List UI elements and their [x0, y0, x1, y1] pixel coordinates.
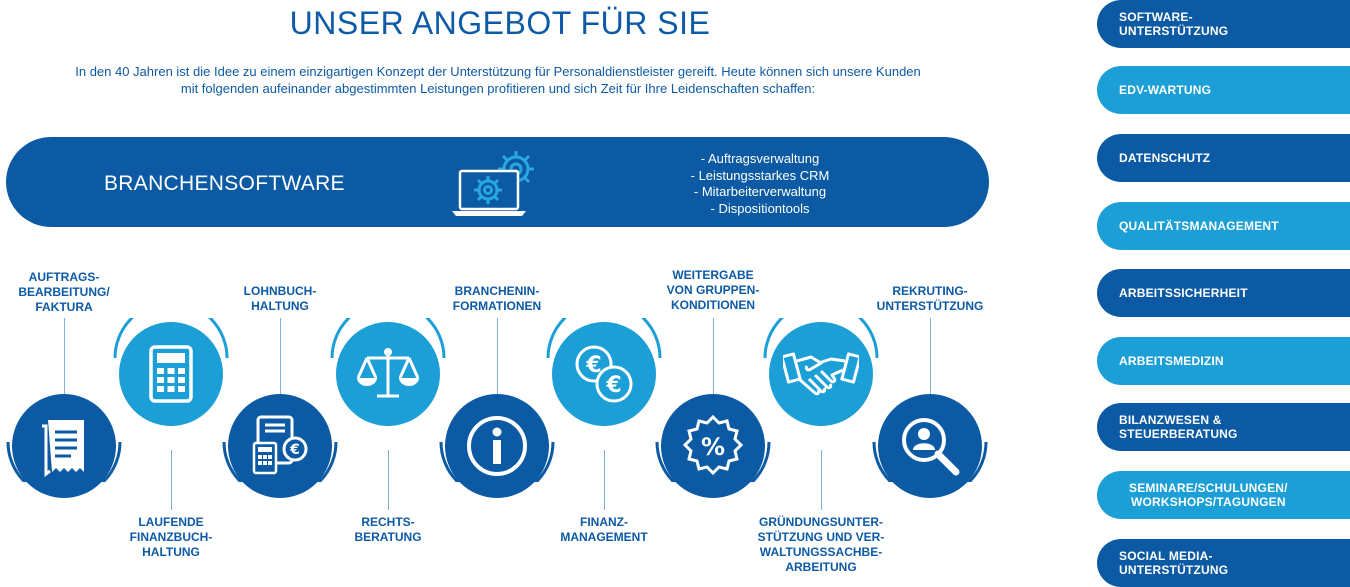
- service-label-finanzmanagement: FINANZ-MANAGEMENT: [560, 515, 648, 544]
- service-lohnbuchhaltung[interactable]: €: [228, 394, 332, 498]
- banner-title: BRANCHENSOFTWARE: [104, 172, 345, 195]
- connector-line: [497, 318, 498, 396]
- service-finanzmanagement[interactable]: € €: [552, 322, 656, 426]
- handshake-icon: [783, 352, 859, 396]
- service-gruendungsunterstuetzung[interactable]: [769, 322, 873, 426]
- scales-icon: [356, 348, 420, 398]
- percent-badge-icon: %: [682, 414, 744, 476]
- euro-coins-icon: € €: [575, 345, 633, 403]
- payroll-icon: €: [252, 415, 308, 475]
- laptop-gear-icon: [452, 151, 534, 216]
- circle-arc: [6, 441, 122, 482]
- sidebar-item-datenschutz[interactable]: DATENSCHUTZ: [1097, 134, 1350, 182]
- intro-text-line-1: In den 40 Jahren ist die Idee zu einem e…: [75, 64, 921, 79]
- sidebar-item-bilanzwesen[interactable]: BILANZWESEN &STEUERBERATUNG: [1097, 403, 1350, 451]
- circle-arc: [222, 441, 338, 482]
- circle-arc: [330, 318, 446, 359]
- invoice-icon: [42, 420, 84, 477]
- service-label-lohnbuchhaltung: LOHNBUCH-HALTUNG: [243, 284, 317, 313]
- service-auftragsbearbeitung[interactable]: [12, 394, 116, 498]
- circle-arc: [655, 441, 771, 482]
- svg-text:€: €: [289, 442, 300, 458]
- intro-text-line-2: mit folgenden aufeinander abgestimmten L…: [180, 81, 816, 96]
- service-gruppenkonditionen[interactable]: %: [661, 394, 765, 498]
- service-brancheninformationen[interactable]: [445, 394, 549, 498]
- connector-line: [821, 450, 822, 510]
- service-label-rekrutingunterstuetzung: REKRUTING-UNTERSTÜTZUNG: [876, 284, 984, 313]
- sidebar-item-software-unterstuetzung[interactable]: SOFTWARE-UNTERSTÜTZUNG: [1097, 0, 1350, 48]
- feature-item: - Auftragsverwaltung: [700, 151, 820, 166]
- sidebar-item-qualitaetsmanagement[interactable]: QUALITÄTSMANAGEMENT: [1097, 202, 1350, 250]
- sidebar-item-arbeitsmedizin[interactable]: ARBEITSMEDIZIN: [1097, 337, 1350, 385]
- connector-line: [388, 450, 389, 510]
- circle-arc: [113, 318, 229, 359]
- connector-line: [64, 318, 65, 396]
- circle-arc: [439, 441, 555, 482]
- info-icon: [467, 416, 527, 476]
- svg-text:%: %: [701, 433, 725, 461]
- service-label-auftragsbearbeitung: AUFTRAGS-BEARBEITUNG/FAKTURA: [18, 270, 110, 314]
- connector-line: [604, 450, 605, 510]
- circle-arc: [546, 318, 662, 359]
- connector-line: [280, 318, 281, 396]
- service-rechtsberatung[interactable]: [336, 322, 440, 426]
- service-label-rechtsberatung: RECHTS-BERATUNG: [354, 515, 422, 544]
- svg-text:€: €: [605, 373, 621, 398]
- sidebar-item-seminare[interactable]: SEMINARE/SCHULUNGEN/WORKSHOPS/TAGUNGEN: [1097, 471, 1350, 519]
- sidebar-item-edv-wartung[interactable]: EDV-WARTUNG: [1097, 66, 1350, 114]
- sidebar-item-social-media[interactable]: SOCIAL MEDIA-UNTERSTÜTZUNG: [1097, 539, 1350, 587]
- feature-item: - Leistungsstarkes CRM: [690, 168, 830, 183]
- circle-arc: [872, 441, 988, 482]
- connector-line: [713, 318, 714, 396]
- circle-arc: [763, 318, 879, 359]
- service-label-brancheninformationen: BRANCHENIN-FORMATIONEN: [452, 284, 542, 313]
- sidebar-item-arbeitssicherheit[interactable]: ARBEITSSICHERHEIT: [1097, 269, 1350, 317]
- feature-item: - Mitarbeiterverwaltung: [693, 184, 827, 199]
- page-title: UNSER ANGEBOT FÜR SIE: [289, 5, 711, 41]
- service-label-gruendungsunterstuetzung: GRÜNDUNGSUNTER-STÜTZUNG UND VER-WALTUNGS…: [757, 515, 885, 574]
- service-rekrutingunterstuetzung[interactable]: [878, 394, 982, 498]
- calculator-icon: [149, 345, 193, 403]
- recruiting-search-icon: [902, 418, 960, 476]
- connector-line: [171, 450, 172, 510]
- service-finanzbuchhaltung[interactable]: [119, 322, 223, 426]
- feature-item: - Dispositiontools: [710, 201, 810, 216]
- svg-text:€: €: [585, 353, 601, 378]
- connector-line: [930, 318, 931, 396]
